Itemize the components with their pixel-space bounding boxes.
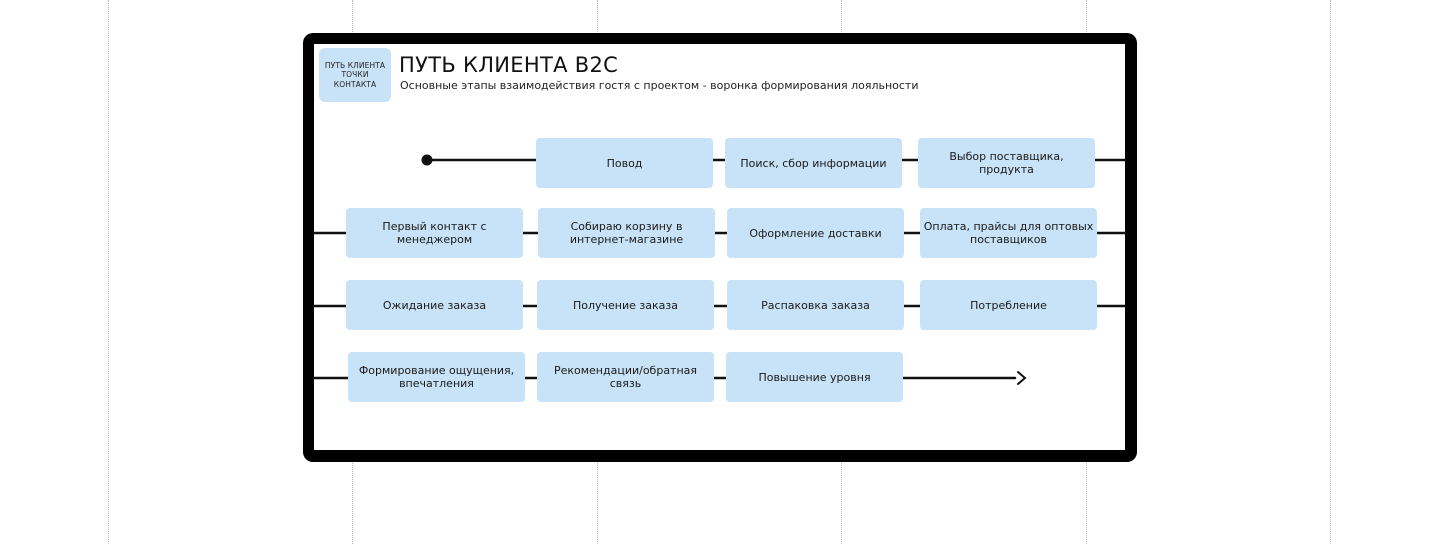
badge-line: ТОЧКИ bbox=[341, 70, 369, 80]
page-subtitle: Основные этапы взаимодействия гостя с пр… bbox=[400, 79, 919, 92]
section-badge: ПУТЬ КЛИЕНТА ТОЧКИ КОНТАКТА bbox=[319, 48, 391, 102]
step-payment[interactable]: Оплата, прайсы для оптовых поставщиков bbox=[920, 208, 1097, 258]
step-first-contact[interactable]: Первый контакт с менеджером bbox=[346, 208, 523, 258]
step-level-up[interactable]: Повышение уровня bbox=[726, 352, 903, 402]
grid-guide bbox=[108, 0, 109, 544]
step-search-info[interactable]: Поиск, сбор информации bbox=[725, 138, 902, 188]
step-feedback[interactable]: Рекомендации/обратная связь bbox=[537, 352, 714, 402]
step-waiting[interactable]: Ожидание заказа bbox=[346, 280, 523, 330]
step-povod[interactable]: Повод bbox=[536, 138, 713, 188]
step-impression[interactable]: Формирование ощущения, впечатления bbox=[348, 352, 525, 402]
grid-guide bbox=[1330, 0, 1331, 544]
badge-line: КОНТАКТА bbox=[333, 79, 377, 89]
page-title: ПУТЬ КЛИЕНТА B2C bbox=[399, 53, 619, 77]
badge-line: ПУТЬ КЛИЕНТА bbox=[324, 60, 386, 70]
step-delivery[interactable]: Оформление доставки bbox=[727, 208, 904, 258]
step-choose-supplier[interactable]: Выбор поставщика, продукта bbox=[918, 138, 1095, 188]
step-receiving[interactable]: Получение заказа bbox=[537, 280, 714, 330]
arrow-head-icon bbox=[1017, 371, 1027, 385]
step-cart[interactable]: Собираю корзину в интернет-магазине bbox=[538, 208, 715, 258]
step-consumption[interactable]: Потребление bbox=[920, 280, 1097, 330]
start-dot-icon bbox=[421, 154, 433, 166]
step-unpacking[interactable]: Распаковка заказа bbox=[727, 280, 904, 330]
